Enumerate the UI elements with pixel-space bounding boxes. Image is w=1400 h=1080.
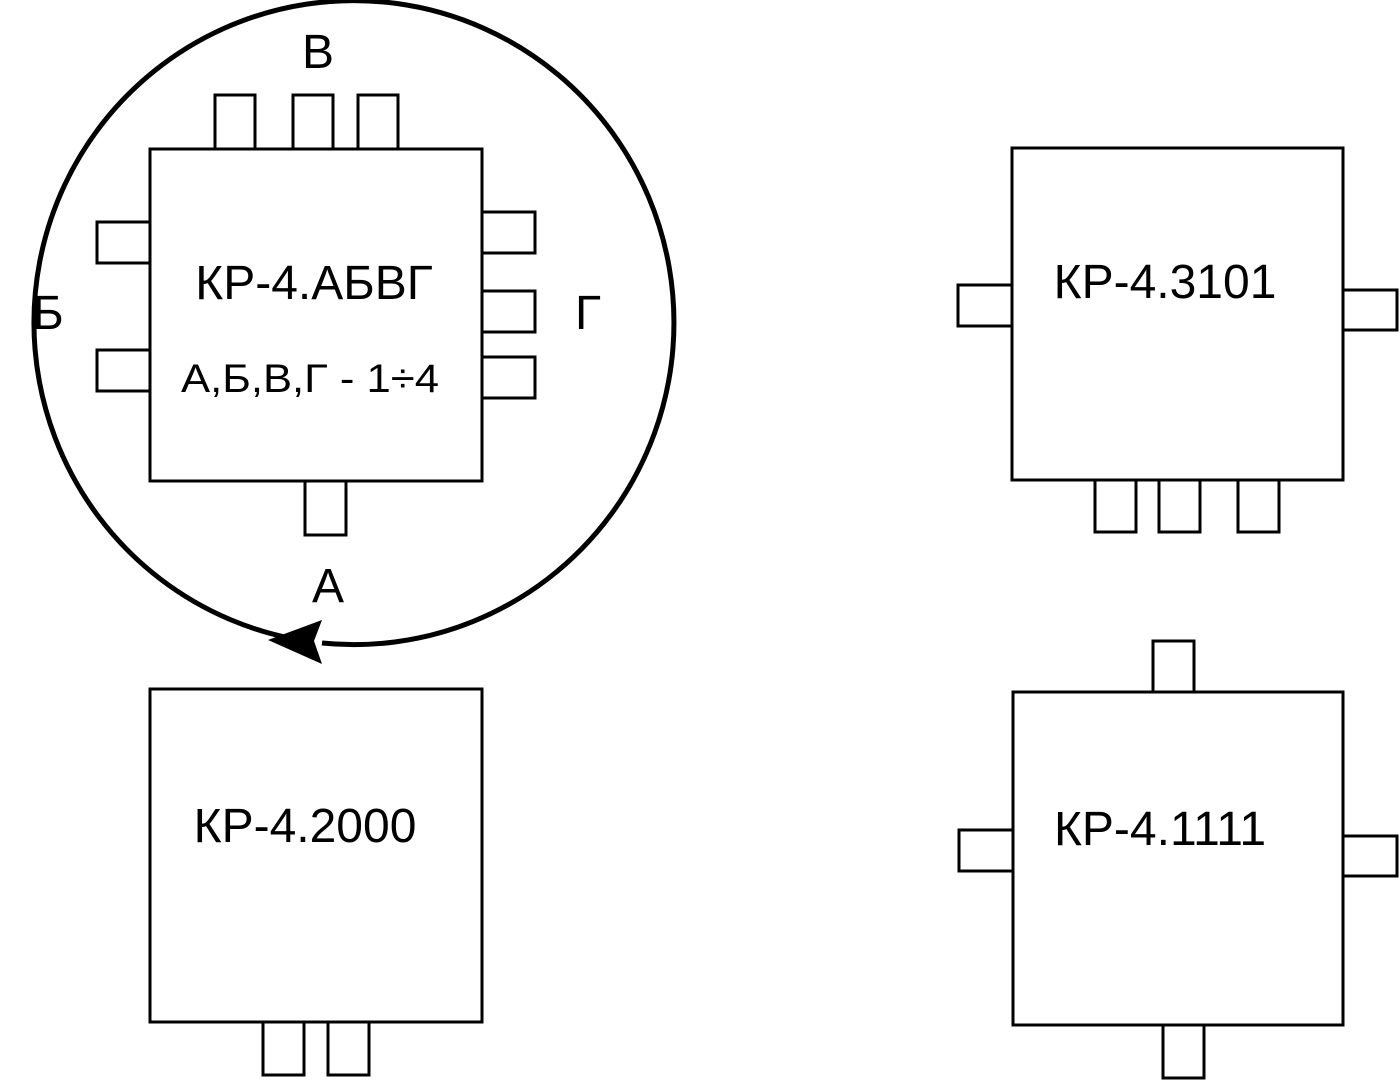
block-title: КР-4.2000 — [194, 800, 417, 853]
pin-bottom — [1161, 1023, 1206, 1080]
pin-bottom-1 — [261, 1020, 306, 1077]
circle-arc — [31, 0, 677, 648]
block-title: КР-4.3101 — [1054, 256, 1277, 309]
pin-left — [956, 283, 1014, 328]
pin-top-2 — [291, 93, 335, 151]
pin-top — [1151, 639, 1196, 694]
pin-right — [1341, 288, 1399, 332]
block-kr4-3101: КР-4.3101 — [956, 146, 1399, 534]
side-label-right: Г — [575, 287, 601, 340]
block-title: КР-4.АБВГ — [195, 257, 433, 310]
pin-top-3 — [356, 93, 400, 151]
block-body — [1010, 146, 1345, 482]
block-body — [1011, 690, 1345, 1027]
pin-bottom-1 — [303, 479, 348, 537]
rotation-circle — [31, 0, 677, 664]
pin-bottom-2 — [326, 1020, 371, 1077]
pin-bottom-1 — [1093, 478, 1138, 534]
block-body — [148, 147, 484, 483]
pin-right — [1341, 834, 1399, 878]
pin-right-3 — [480, 355, 537, 400]
side-label-bottom: А — [312, 560, 344, 613]
block-kr4-abvg: КР-4.АБВГ А,Б,В,Г - 1÷4 — [95, 93, 537, 537]
block-kr4-1111: КР-4.1111 — [957, 639, 1399, 1080]
pin-left — [957, 828, 1015, 873]
pin-bottom-2 — [1157, 478, 1202, 534]
arrow-head-icon — [268, 620, 322, 664]
side-label-top: В — [302, 26, 334, 79]
pin-top-1 — [213, 93, 257, 151]
pin-right-2 — [480, 289, 537, 334]
block-body — [148, 687, 484, 1024]
block-kr4-2000: КР-4.2000 — [148, 687, 484, 1077]
pin-bottom-3 — [1236, 478, 1281, 534]
pin-left-1 — [95, 220, 152, 265]
pin-right-1 — [480, 210, 537, 255]
pin-left-2 — [95, 348, 152, 393]
block-title: КР-4.1111 — [1054, 803, 1266, 856]
side-label-left: Б — [32, 287, 64, 340]
block-subtitle: А,Б,В,Г - 1÷4 — [181, 357, 439, 401]
